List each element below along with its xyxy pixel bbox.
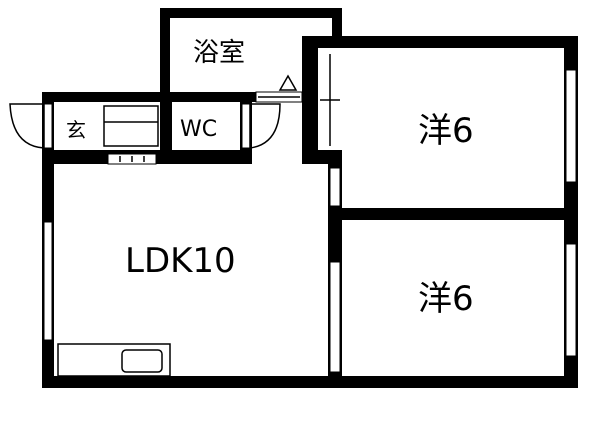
room-divider-wall: [332, 208, 578, 220]
bath-right-wall: [332, 8, 342, 40]
partition-door-upper: [329, 167, 341, 207]
upper-room-window: [565, 69, 577, 183]
bath-marker-triangle: [278, 74, 298, 91]
south-wall: [42, 376, 578, 388]
bath-top-wall: [160, 8, 342, 18]
partition-door-lower: [329, 261, 341, 373]
entrance-door-gap: [43, 103, 53, 149]
ldk-window: [43, 221, 53, 341]
bath-label: 浴室: [193, 38, 246, 68]
western-room-lower-label: 洋6: [418, 279, 474, 319]
lower-room-window: [565, 243, 577, 357]
ldk-label: LDK10: [125, 241, 236, 281]
kitchen-counter: [57, 343, 171, 377]
entrance-label: 玄: [66, 118, 86, 142]
wc-door-gap: [241, 103, 251, 149]
wc-left-wall: [160, 92, 172, 160]
openings: [43, 52, 577, 373]
toilet-label: WC: [180, 117, 218, 142]
walls: [42, 8, 578, 388]
bath-left-wall: [160, 8, 170, 98]
entrance-door-swing: [9, 103, 45, 149]
western-room-upper-label: 洋6: [418, 111, 474, 151]
wc-door-swing: [249, 103, 281, 149]
entrance-top-wall: [42, 92, 316, 102]
shoe-cabinet: [103, 105, 159, 147]
kitchen-sink: [121, 349, 163, 373]
room-upper-top-wall: [302, 36, 578, 48]
details: [9, 54, 340, 377]
